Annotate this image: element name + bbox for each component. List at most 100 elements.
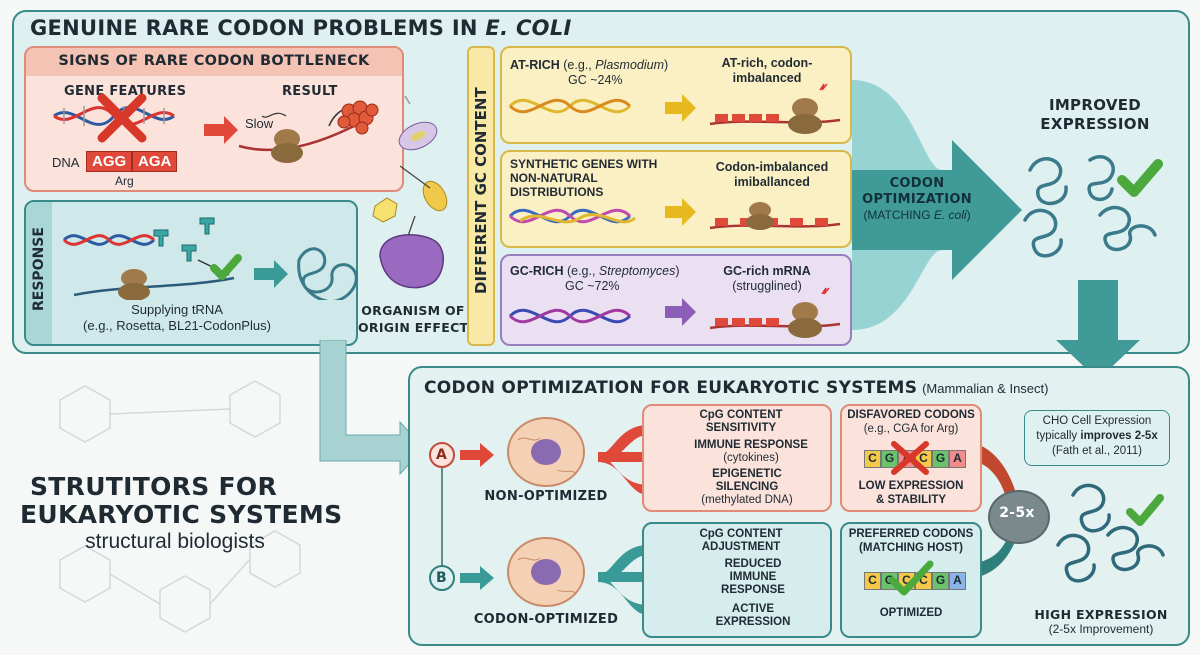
seq-base: G	[932, 450, 949, 468]
signs-illustration	[53, 93, 379, 163]
a-effect1-l1: CpG CONTENT	[699, 409, 783, 421]
preferred-l1: PREFERRED CODONS	[848, 528, 974, 540]
aggregated-protein-icon	[337, 100, 379, 135]
arg-label: Arg	[115, 174, 134, 188]
response-band	[26, 202, 52, 344]
gc-rich-gc: GC ~72%	[565, 279, 620, 293]
response-illustration	[62, 217, 358, 300]
seq-base: A	[949, 450, 966, 468]
at-rich-result2: imbalanced	[732, 71, 802, 85]
a-effects-box	[642, 404, 832, 512]
fold-badge	[988, 490, 1050, 544]
top-title: GENUINE RARE CODON PROBLEMS IN E. COLI	[30, 16, 572, 40]
callout-box	[1024, 410, 1170, 466]
b-effect2-l1: REDUCED	[724, 558, 782, 570]
a-effect2-l2: (cytokines)	[723, 452, 779, 464]
gc-rich-result1: GC-rich mRNA	[723, 264, 811, 278]
disfavored-l3: LOW EXPRESSION	[858, 480, 964, 492]
codon-opt-line3: (MATCHING E. coli)	[863, 208, 971, 222]
gc-label: DIFFERENT GC CONTENT	[472, 87, 490, 294]
at-rich-result1: AT-rich, codon-	[721, 56, 813, 70]
gc-rich-title: GC-RICH (e.g., Streptomyces)	[510, 264, 680, 278]
b-effect2-l3: RESPONSE	[721, 584, 785, 596]
b-effect2-l2: IMMUNE	[729, 571, 777, 583]
down-arrow	[1056, 280, 1140, 380]
a-marker	[429, 442, 455, 468]
a-label: A	[436, 447, 448, 463]
left-line1: STRUTITORS FOR	[30, 472, 278, 501]
codon-agg: AGG	[86, 151, 133, 172]
callout-l2: typically improves 2-5x	[1036, 430, 1158, 442]
a-effect1-l2: SENSITIVITY	[705, 422, 777, 434]
synthetic-title1: SYNTHETIC GENES WITH	[510, 157, 658, 171]
response-line2: (e.g., Rosetta, BL21-CodonPlus)	[83, 318, 271, 333]
b-label: B	[436, 570, 447, 586]
preferred-l3: OPTIMIZED	[879, 607, 943, 619]
cell-optimized-icon	[507, 537, 585, 607]
a-effect2-l1: IMMUNE RESPONSE	[694, 439, 808, 451]
a-effect3-l1: EPIGENETIC	[712, 468, 782, 480]
organism-line2: ORIGIN EFFECT	[358, 320, 469, 335]
check-icon	[210, 254, 242, 280]
synthetic-title3: DISTRIBUTIONS	[510, 185, 604, 199]
non-optimized-label: NON-OPTIMIZED	[484, 489, 608, 504]
cross-icon	[891, 441, 929, 475]
organism-line1: ORGANISM OF	[361, 303, 465, 318]
response-line1: Supplying tRNA	[131, 302, 223, 317]
gene-features-label: GENE FEATURES	[64, 84, 187, 99]
a-effect3-l3: (methylated DNA)	[701, 494, 793, 506]
b-effect1-l1: CpG CONTENT	[699, 528, 783, 540]
codon-opt-line1: CODON	[889, 176, 945, 191]
cell-non-optimized-icon	[507, 417, 585, 487]
codon-opt-line2: OPTIMIZATION	[862, 192, 972, 207]
codon-aga: AGA	[132, 151, 178, 172]
organism-icon	[379, 234, 444, 289]
b-effect3-l1: ACTIVE	[731, 603, 775, 615]
synthetic-result1: Codon-imbalanced	[715, 160, 829, 174]
left-line2: EUKARYOTIC SYSTEMS	[20, 500, 343, 529]
check-icon	[1126, 494, 1164, 526]
bottom-illustrations	[429, 415, 1165, 625]
improved-line1: IMPROVED	[1048, 96, 1142, 114]
callout-l1: CHO Cell Expression	[1042, 415, 1152, 427]
seq-base: A	[949, 572, 966, 590]
cross-icon	[97, 93, 147, 143]
trna-icon	[153, 217, 215, 262]
b-effect3-l2: EXPRESSION	[715, 616, 791, 628]
fold-label: 2-5x	[999, 505, 1035, 521]
disfavored-l4: & STABILITY	[875, 494, 947, 506]
gc-rich-result2: (strugglined)	[732, 279, 802, 293]
preferred-l2: (MATCHING HOST)	[859, 542, 963, 554]
bottom-title: CODON OPTIMIZATION FOR EUKARYOTIC SYSTEM…	[424, 378, 1049, 398]
left-line3: structural biologists	[85, 530, 265, 553]
high-expression-l2: (2-5x Improvement)	[1048, 622, 1154, 636]
codon-optimization-arrow	[852, 80, 1022, 330]
dna-label: DNA	[52, 155, 80, 170]
at-rich-gc: GC ~24%	[568, 73, 623, 87]
arrow-icon	[204, 116, 238, 144]
arrow-icon	[254, 260, 288, 288]
gc-illustrations	[508, 83, 841, 338]
b-effect1-l2: ADJUSTMENT	[701, 541, 781, 553]
codon-optimized-label: CODON-OPTIMIZED	[473, 612, 619, 627]
seq-base: G	[881, 450, 898, 468]
result-label: RESULT	[282, 84, 338, 99]
disfavored-l2: (e.g., CGA for Arg)	[863, 423, 959, 435]
organism-illustration	[372, 96, 448, 289]
seq-base: G	[932, 572, 949, 590]
synthetic-result2: imiballanced	[734, 175, 810, 189]
seq-base: C	[864, 450, 881, 468]
folded-protein-icon	[1023, 155, 1157, 258]
gc-row-at-rich	[500, 46, 852, 144]
seq-base: C	[864, 572, 881, 590]
improved-line2: EXPRESSION	[1040, 115, 1150, 133]
callout-l3: (Fath et al., 2011)	[1052, 445, 1142, 457]
at-rich-title: AT-RICH (e.g., Plasmodium)	[510, 58, 669, 72]
gc-row-synthetic	[500, 150, 852, 248]
improved-illustration	[1023, 155, 1163, 258]
synthetic-title2: NON-NATURAL	[510, 171, 598, 185]
folded-protein-icon	[297, 247, 358, 300]
check-icon	[888, 560, 934, 596]
b-effects-box	[642, 522, 832, 638]
signs-title: SIGNS OF RARE CODON BOTTLENECK	[58, 53, 370, 69]
